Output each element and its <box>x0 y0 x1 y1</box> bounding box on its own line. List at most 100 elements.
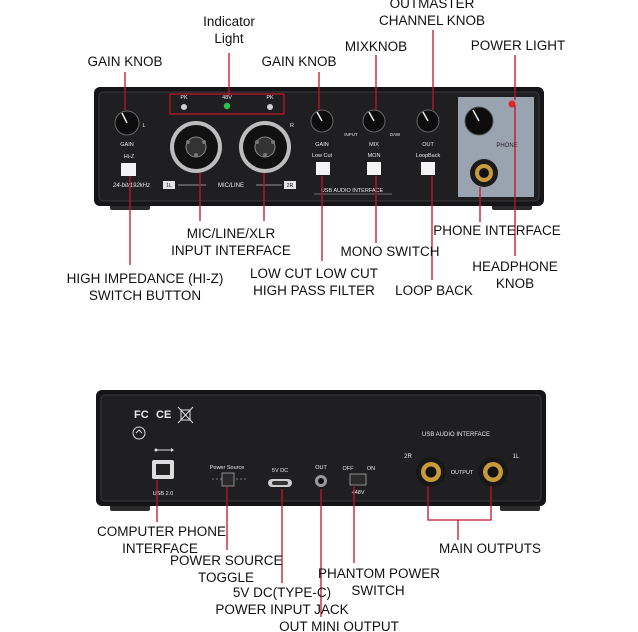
ch1-label: 1L <box>166 183 172 189</box>
callout-mic-input-line1: MIC/LINE/XLR <box>186 226 276 241</box>
l-label: L <box>142 123 145 129</box>
gain-right-label: GAIN <box>315 142 328 148</box>
callout-dc-input-line1: 5V DC(TYPE-C) <box>232 585 332 600</box>
input-label: INPUT <box>344 132 358 137</box>
pk-right-led <box>267 104 273 110</box>
hi-z-button[interactable] <box>121 163 136 176</box>
callout-dc-input-line2: POWER INPUT JACK <box>215 602 349 617</box>
callout-indicator-light: Indicator Light <box>194 13 264 47</box>
callout-outmaster-knob: OUTMASTER CHANNEL KNOB <box>368 0 496 29</box>
callout-low-cut: LOW CUT LOW CUT HIGH PASS FILTER <box>244 265 384 299</box>
ch2r-printed: 2R <box>404 454 412 460</box>
usb20-printed: USB 2.0 <box>153 491 173 497</box>
ch1l-printed: 1L <box>513 454 520 460</box>
callout-power-source-line1: POWER SOURCE <box>170 553 283 568</box>
indicator-48v-led <box>223 102 231 110</box>
callout-power-light-text: POWER LIGHT <box>470 38 566 53</box>
out-label: OUT <box>422 142 434 148</box>
callout-gain-knob-right: GAIN KNOB <box>254 53 344 70</box>
callout-gain-right-text: GAIN KNOB <box>261 54 337 69</box>
callout-hi-z-line2: SWITCH BUTTON <box>88 288 202 303</box>
callout-low-cut-line2: HIGH PASS FILTER <box>253 283 375 298</box>
xlr-combo-input-2[interactable] <box>239 121 291 173</box>
xlr-combo-input-1[interactable] <box>170 121 222 173</box>
usb-b-port[interactable] <box>152 460 174 479</box>
callout-phantom-power: PHANTOM POWER SWITCH <box>318 565 441 599</box>
ce-mark: CE <box>156 409 171 421</box>
low-cut-button[interactable] <box>316 162 330 175</box>
out-knob[interactable] <box>416 109 440 133</box>
weee-bin-icon <box>177 406 194 424</box>
rcm-mark-icon <box>132 426 146 440</box>
mono-button[interactable] <box>367 162 381 175</box>
callout-computer-phone: COMPUTER PHONE INTERFACE <box>97 523 227 557</box>
on-printed: ON <box>367 466 375 472</box>
headphone-knob[interactable] <box>464 106 494 136</box>
callout-gain-knob-left: GAIN KNOB <box>80 53 170 70</box>
r-label: R <box>290 123 294 129</box>
callout-hi-z: HIGH IMPEDANCE (HI-Z) SWITCH BUTTON <box>60 270 230 304</box>
out-printed: OUT <box>315 465 327 471</box>
callout-mono-switch-text: MONO SWITCH <box>340 244 440 259</box>
callout-indicator-light-line1: Indicator <box>203 14 255 29</box>
callout-headphone-line1: HEADPHONE <box>472 259 558 274</box>
pk-right-label: PK <box>266 95 274 101</box>
mon-printed: MON <box>368 153 381 159</box>
callout-phone-interface-text: PHONE INTERFACE <box>433 223 561 238</box>
callout-out-mini-text: OUT MINI OUTPUT <box>279 619 399 632</box>
main-output-2r-jack[interactable] <box>416 457 446 487</box>
callout-computer-phone-line1: COMPUTER PHONE <box>97 524 227 539</box>
callout-phantom-line1: PHANTOM POWER <box>318 566 441 581</box>
power-source-printed: Power Source <box>210 465 245 471</box>
callout-mic-input: MIC/LINE/XLR INPUT INTERFACE <box>166 225 296 259</box>
v48-rear-printed: +48V <box>352 490 365 496</box>
fc-mark: FC <box>134 409 149 421</box>
callout-indicator-light-line2: Light <box>214 31 244 46</box>
power-led <box>508 100 516 108</box>
callout-hi-z-line1: HIGH IMPEDANCE (HI-Z) <box>66 271 224 286</box>
callout-loop-back: LOOP BACK <box>390 282 478 299</box>
usb-interface-label: USB AUDIO INTERFACE <box>321 188 384 194</box>
callout-mixknob-text: MIXKNOB <box>344 39 408 54</box>
phantom-power-switch[interactable] <box>349 473 367 486</box>
callout-out-mini: OUT MINI OUTPUT <box>264 618 414 632</box>
callout-outmaster-line1: OUTMASTER <box>389 0 475 11</box>
loopback-button[interactable] <box>421 162 435 175</box>
pk-left-led <box>181 104 187 110</box>
pk-left-label: PK <box>180 95 188 101</box>
callout-mono-switch: MONO SWITCH <box>334 243 446 260</box>
low-cut-printed: Low Cut <box>312 153 333 159</box>
dc5v-printed: 5V DC <box>272 468 288 474</box>
gain-knob-left[interactable] <box>114 110 140 136</box>
callout-mic-input-line2: INPUT INTERFACE <box>171 243 291 258</box>
mic-line-label: MIC/LINE <box>218 183 244 189</box>
phone-jack[interactable] <box>470 159 498 187</box>
off-printed: OFF <box>343 466 355 472</box>
main-output-1l-jack[interactable] <box>478 457 508 487</box>
callout-mixknob: MIXKNOB <box>336 38 416 55</box>
callout-dc-input: 5V DC(TYPE-C) POWER INPUT JACK <box>210 584 354 618</box>
callout-main-outputs-text: MAIN OUTPUTS <box>438 541 541 556</box>
gain-left-label: GAIN <box>120 142 133 148</box>
usb-audio-printed: USB AUDIO INTERFACE <box>422 432 490 438</box>
mix-knob[interactable] <box>362 109 386 133</box>
loopback-printed: LoopBack <box>416 153 441 159</box>
callout-main-outputs: MAIN OUTPUTS <box>430 540 550 557</box>
out-mini-jack[interactable] <box>315 475 327 487</box>
gain-knob-right[interactable] <box>310 109 334 133</box>
hi-z-printed: Hi-Z <box>124 154 135 160</box>
callout-power-light: POWER LIGHT <box>466 37 570 54</box>
callout-phone-interface: PHONE INTERFACE <box>430 222 564 239</box>
v48-label: 48V <box>222 95 232 101</box>
callout-computer-phone-line2: INTERFACE <box>122 541 198 556</box>
callout-power-source-line2: TOGGLE <box>197 570 255 585</box>
callout-loop-back-text: LOOP BACK <box>395 283 473 298</box>
callout-outmaster-line2: CHANNEL KNOB <box>378 13 486 28</box>
power-source-toggle[interactable] <box>221 472 235 487</box>
callout-power-source: POWER SOURCE TOGGLE <box>170 552 283 586</box>
usb-symbol-icon <box>154 448 174 452</box>
callout-gain-left-text: GAIN KNOB <box>87 54 163 69</box>
spec-label: 24-bit/192kHz <box>112 183 150 189</box>
